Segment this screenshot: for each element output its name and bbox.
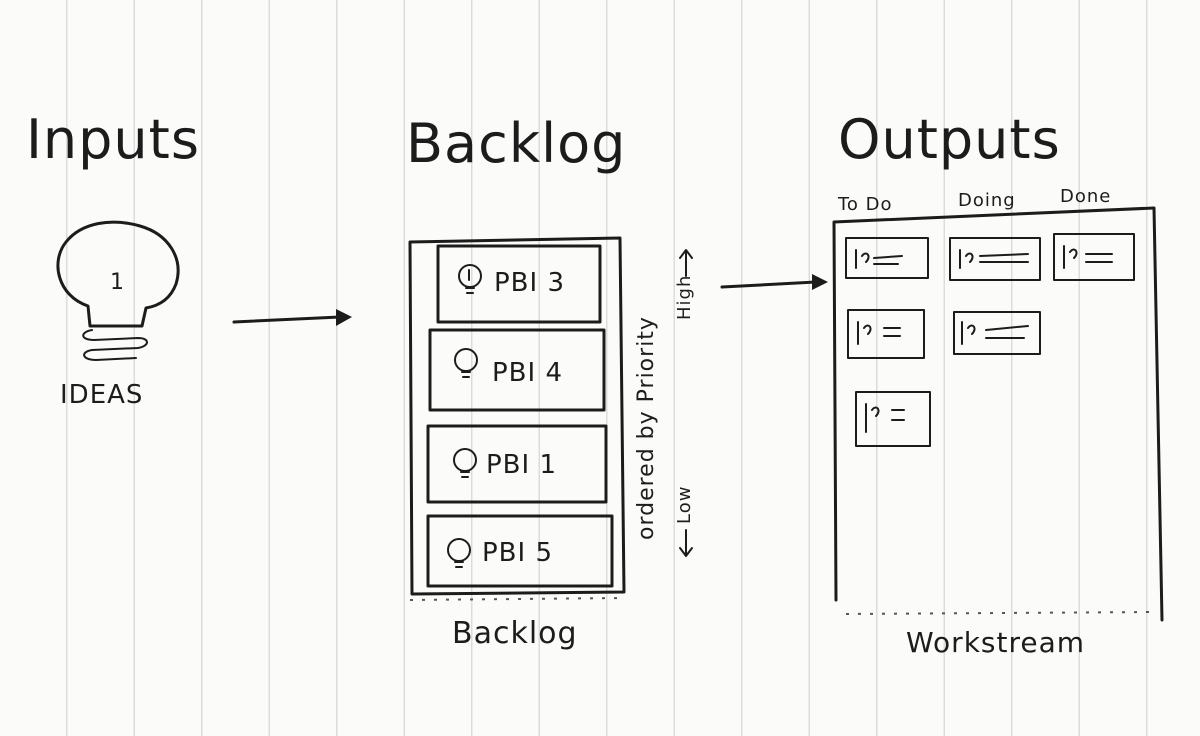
pbi-5-label: PBI 5 — [482, 538, 553, 568]
column-todo: To Do — [838, 194, 893, 215]
pbi-card-5 — [426, 514, 614, 588]
pbi-card-4 — [428, 328, 606, 412]
lightbulb-icon — [56, 220, 180, 361]
workstream-caption: Workstream — [906, 626, 1086, 659]
arrow-inputs-to-backlog — [232, 309, 352, 326]
priority-low-label: Low — [674, 485, 695, 524]
pbi-3-label: PBI 3 — [494, 268, 565, 298]
workstream-board — [832, 206, 1164, 622]
priority-low-arrow — [679, 529, 693, 557]
priority-high-arrow — [679, 249, 693, 277]
backlog-caption: Backlog — [452, 616, 578, 651]
pbi-1-label: PBI 1 — [486, 450, 557, 480]
inputs-title: Inputs — [26, 108, 200, 171]
pbi-card-1 — [426, 424, 608, 504]
ideas-label: IDEAS — [60, 380, 144, 410]
pbi-4-label: PBI 4 — [492, 358, 563, 388]
arrow-backlog-to-outputs — [720, 274, 828, 290]
backlog-title: Backlog — [406, 112, 627, 175]
outputs-title: Outputs — [838, 108, 1061, 171]
task-cards — [845, 233, 1135, 447]
column-done: Done — [1060, 186, 1112, 207]
bulb-number: 1 — [110, 270, 125, 295]
priority-high-label: High — [674, 274, 695, 320]
priority-label: ordered by Priority — [634, 316, 659, 540]
pbi-card-3 — [436, 244, 602, 324]
backlog-container — [408, 236, 626, 601]
pbi-bulb-icon — [447, 264, 482, 568]
column-doing: Doing — [958, 190, 1016, 211]
